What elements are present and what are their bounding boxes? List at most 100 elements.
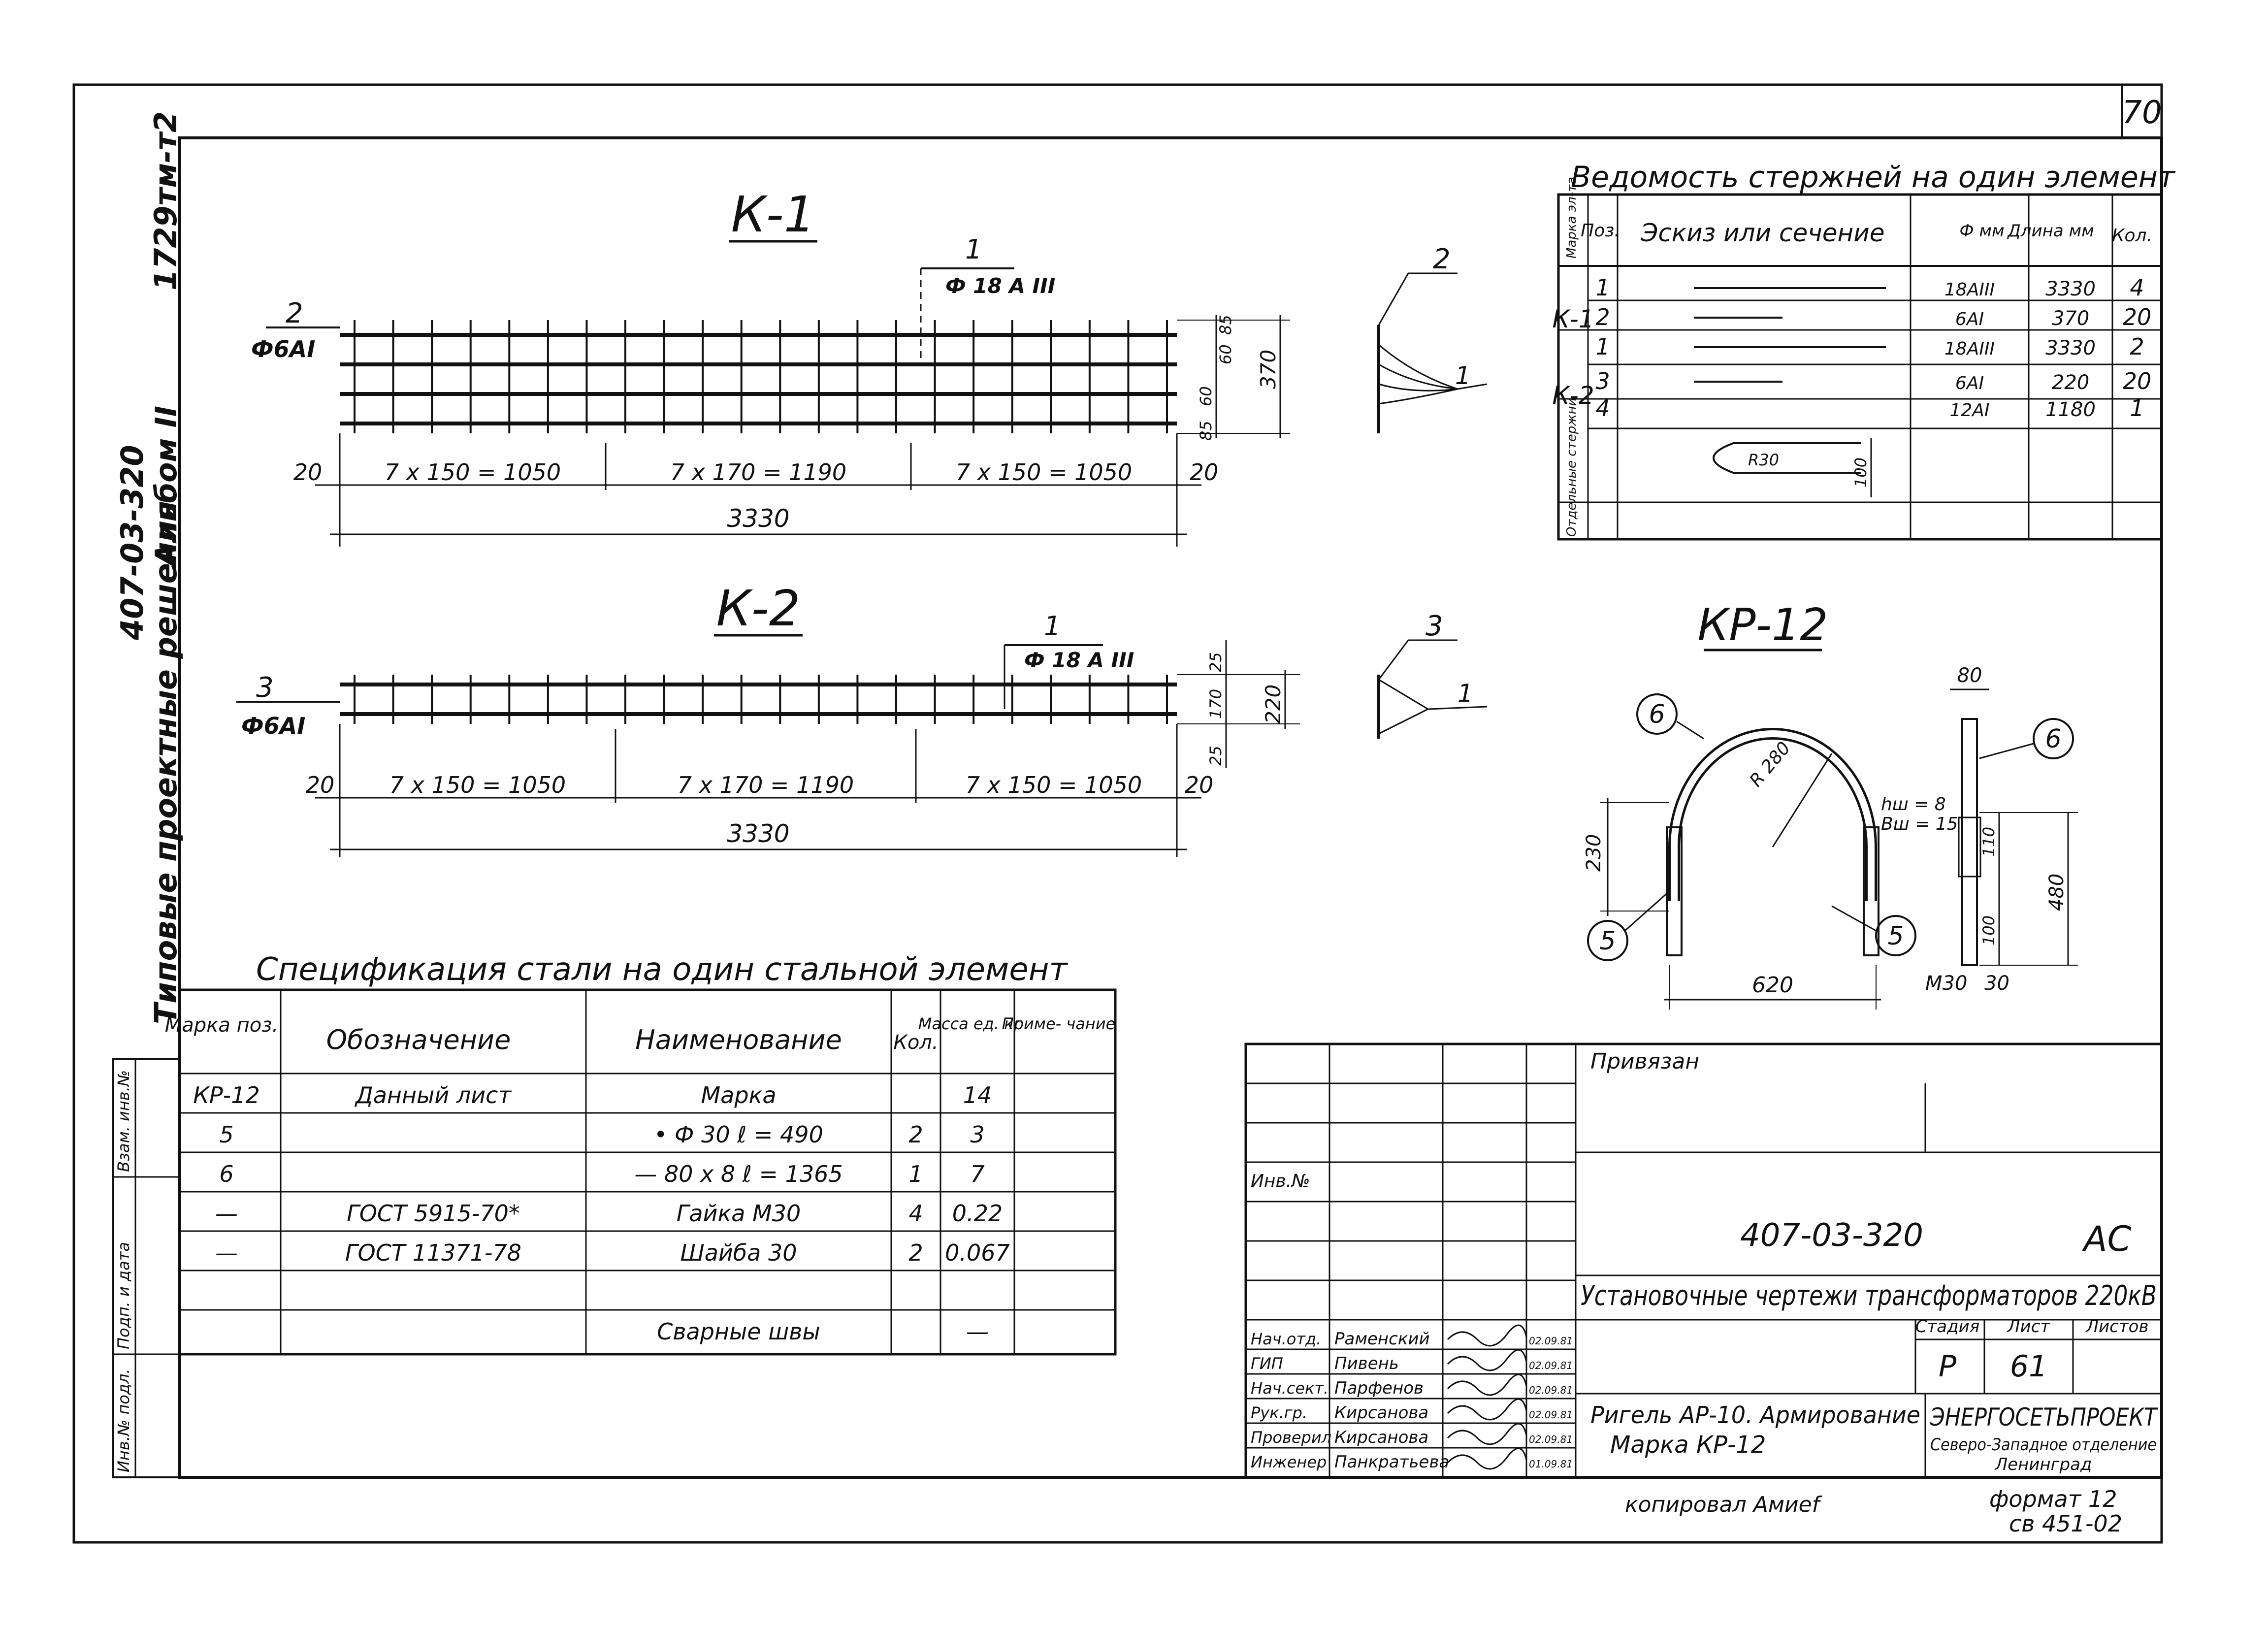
tb-date: 02.09.81: [1529, 1434, 1573, 1445]
k1-section-pos-top: 2: [1433, 243, 1451, 275]
tb-role: ГИП: [1251, 1354, 1283, 1373]
k1-bar2-mark: Ф6АI: [251, 336, 315, 362]
tb-sheets-h: Листов: [2085, 1317, 2148, 1336]
bs-cell-dia: 6АI: [1955, 309, 1984, 329]
bar-schedule: Ведомость стержней на один элемент Марка…: [1552, 160, 2176, 541]
k1-bar2-pos: 2: [286, 297, 303, 329]
spec-cell-mass: 7: [970, 1161, 984, 1187]
bs-cell-mark: Отдельные стержни: [1564, 397, 1579, 537]
tb-signature: [1447, 1349, 1527, 1371]
k2-dim-r0: 25: [1206, 652, 1225, 672]
tb-privyazan: Привязан: [1590, 1049, 1699, 1074]
footer-stamp-code: св 451-02: [2009, 1510, 2122, 1537]
spec-cell-mass: 0.22: [952, 1200, 1003, 1227]
spec-cell-qty: 1: [908, 1161, 923, 1187]
title-block: Привязан Инв.№ 407-03-320 АС Установочны…: [1244, 1043, 2163, 1479]
k2-bar1-pos: 1: [1044, 611, 1061, 642]
spec-cell-mass: 3: [970, 1121, 984, 1148]
page-number: 70: [2122, 95, 2162, 131]
bs-cell-qty: 2: [2130, 333, 2144, 360]
tb-date: 02.09.81: [1529, 1409, 1573, 1421]
bs-cell-pos: 4: [1595, 395, 1610, 422]
k1-dim-r1: 60: [1197, 386, 1215, 406]
bs-cell-qty: 20: [2123, 304, 2152, 330]
kr12-dim-30: 30: [1984, 972, 2009, 995]
spec-cell-pos: —: [215, 1200, 238, 1227]
tb-role: Нач.отд.: [1251, 1330, 1321, 1348]
spec-cell-ref: ГОСТ 11371-78: [345, 1239, 521, 1266]
k2-total: 3330: [727, 819, 789, 848]
bs-cell-qty: 20: [2123, 368, 2152, 394]
bs-hook-r: R30: [1748, 451, 1779, 469]
tb-role: Рук.гр.: [1251, 1403, 1307, 1422]
bs-cell-pos: 1: [1595, 274, 1610, 301]
kr12-hw: hш = 8: [1881, 794, 1946, 814]
tb-sheet: 61: [2010, 1349, 2047, 1384]
k1-dim-r3: 85: [1216, 315, 1235, 335]
kr12-dim-230: 230: [1583, 834, 1605, 872]
k2-dim-right: 20: [1185, 772, 1214, 798]
kr12-callout6-right: 6: [2045, 724, 2061, 754]
bs-h-sketch: Эскиз или сечение: [1641, 219, 1885, 247]
tb-role: Нач.сект.: [1251, 1379, 1328, 1398]
spec-cell-name: Сварные швы: [657, 1318, 820, 1345]
spec-h-pos: Марка поз.: [165, 1014, 278, 1037]
bs-cell-len: 3330: [2045, 337, 2096, 359]
tb-stage-h: Стадия: [1915, 1317, 1979, 1336]
spec-cell-mass: —: [966, 1318, 989, 1345]
bs-cell-dia: 18АIII: [1944, 339, 1995, 359]
tb-signature: [1447, 1398, 1527, 1421]
tb-name: Кирсанова: [1334, 1428, 1428, 1447]
k1-dim-r2: 60: [1216, 344, 1235, 364]
spec-cell-name: Марка: [701, 1082, 776, 1108]
k2-drawing: К-2 3 Ф6АI 1 Ф 18 А III 20 7 х 150 = 105…: [236, 580, 1488, 857]
spec-cell-qty: 2: [908, 1121, 923, 1148]
spec-cell-qty: 4: [908, 1200, 923, 1227]
k1-drawing: К-1 2 Ф6АI 1 Ф 18 А III 20 7 х 150 = 105…: [251, 186, 1488, 547]
kr12-dim-100: 100: [1979, 915, 1998, 945]
kr12-drawing: КР-12 R 280 6 5 5 230 620 80 6 hш = 8 Вш…: [1583, 599, 2078, 1010]
tb-role: Инженер: [1251, 1453, 1327, 1471]
spec-cell-pos: —: [215, 1239, 238, 1266]
k1-seg1: 7 х 150 = 1050: [385, 459, 561, 486]
tb-date: 02.09.81: [1529, 1335, 1573, 1347]
k1-seg3: 7 х 150 = 1050: [956, 459, 1132, 486]
k1-dim-right: 20: [1190, 459, 1219, 486]
kr12-dim-80: 80: [1957, 664, 1982, 687]
tb-stage: Р: [1939, 1349, 1957, 1384]
spec-title: Спецификация стали на один стальной элем…: [256, 951, 1069, 988]
tb-sheet-title-1: Ригель АР-10. Армирование: [1590, 1401, 1920, 1429]
tb-org-3: Ленинград: [1994, 1455, 2092, 1474]
k2-dim-r2: 25: [1206, 746, 1225, 766]
k2-bar3-mark: Ф6АI: [241, 713, 305, 739]
bs-cell-mark: К-1: [1552, 305, 1594, 333]
spec-cell-mass: 0.067: [945, 1239, 1010, 1266]
tb-project: Установочные чертежи трансформаторов 220…: [1581, 1280, 2157, 1312]
bs-cell-len: 1180: [2045, 398, 2096, 421]
tb-org-2: Северо-Западное отделение: [1930, 1435, 2157, 1455]
k2-bar3-pos: 3: [256, 672, 274, 704]
kr12-title: КР-12: [1697, 599, 1828, 651]
bs-cell-dia: 18АIII: [1944, 280, 1995, 300]
k2-seg2: 7 х 170 = 1190: [678, 772, 854, 798]
kr12-dim-480: 480: [2045, 874, 2068, 911]
kr12-callout6-left: 6: [1649, 700, 1665, 729]
k1-dim-r4: 370: [1256, 350, 1280, 389]
tb-signature: [1447, 1447, 1527, 1470]
spec-h-mass: Масса ед. кг: [918, 1014, 1022, 1033]
spec-cell-name: • Ф 30 ℓ = 490: [654, 1121, 823, 1148]
tb-signature: [1447, 1373, 1527, 1396]
kr12-callout5-mid: 5: [1887, 921, 1904, 951]
tb-inv-no: Инв.№: [1251, 1171, 1310, 1191]
spec-cell-name: — 80 х 8 ℓ = 1365: [634, 1161, 842, 1187]
k1-cross-bars: [354, 320, 1168, 433]
spec-cell-mass: 14: [963, 1082, 992, 1108]
tb-signature: [1447, 1423, 1527, 1445]
spec-cell-name: Шайба 30: [680, 1239, 797, 1266]
left-stamp-column: Взам. инв.№ Подп. и дата Инв.№ подл.: [112, 1058, 181, 1478]
tb-name: Пивень: [1334, 1354, 1399, 1373]
bs-h-mark: Марка эл-та: [1564, 177, 1579, 259]
bs-h-len: Длина мм: [2007, 221, 2094, 241]
k2-section-pos-top: 3: [1426, 610, 1443, 642]
